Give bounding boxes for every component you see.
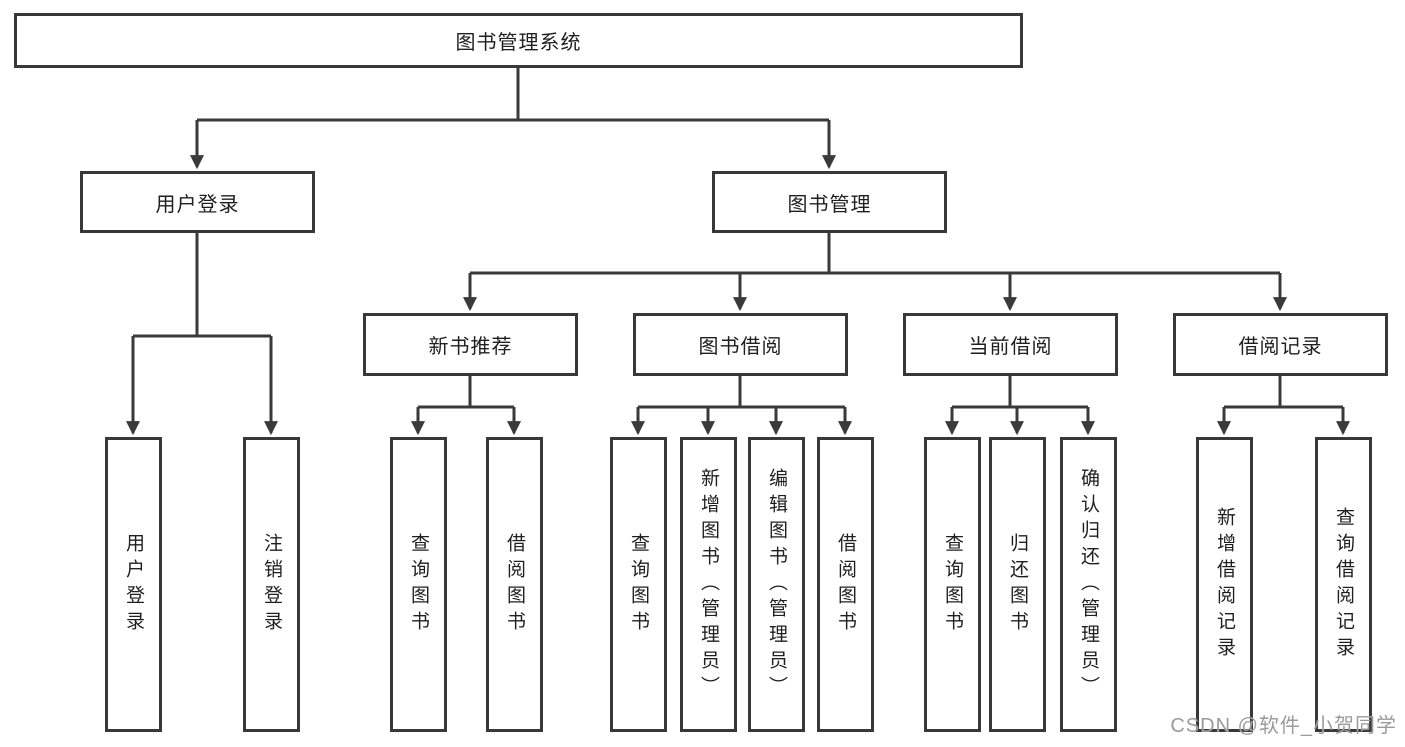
- csdn-watermark: CSDN @软件_小贺同学: [1170, 715, 1397, 737]
- node-query-book-2: 查询图书: [610, 437, 667, 732]
- node-return-book-label: 归还图书: [1007, 532, 1028, 637]
- node-add-book-admin-label: 新增图书（管理员）: [698, 467, 719, 702]
- node-user-login-label: 用户登录: [155, 193, 240, 216]
- node-borrow-book-2: 借阅图书: [817, 437, 874, 732]
- node-book-borrow-label: 图书借阅: [698, 336, 783, 358]
- node-user-login-leaf: 用户登录: [105, 437, 162, 732]
- node-add-book-admin: 新增图书（管理员）: [680, 437, 737, 732]
- node-query-book-3-label: 查询图书: [942, 532, 963, 637]
- node-edit-book-admin-label: 编辑图书（管理员）: [766, 467, 787, 702]
- node-book-management: 图书管理: [712, 171, 947, 233]
- node-borrow-record-label: 借阅记录: [1238, 336, 1323, 358]
- node-borrow-book-2-label: 借阅图书: [835, 532, 856, 637]
- node-return-book: 归还图书: [989, 437, 1046, 732]
- node-logout-leaf-label: 注销登录: [261, 532, 282, 637]
- node-logout-leaf: 注销登录: [243, 437, 300, 732]
- node-root: 图书管理系统: [14, 13, 1023, 68]
- node-current-borrow: 当前借阅: [903, 313, 1118, 376]
- node-query-book-3: 查询图书: [924, 437, 981, 732]
- node-borrow-book-1: 借阅图书: [486, 437, 543, 732]
- node-user-login: 用户登录: [80, 171, 315, 233]
- node-edit-book-admin: 编辑图书（管理员）: [748, 437, 805, 732]
- node-add-borrow-record: 新增借阅记录: [1196, 437, 1253, 732]
- node-borrow-book-1-label: 借阅图书: [504, 532, 525, 637]
- node-query-book-1-label: 查询图书: [408, 532, 429, 637]
- node-query-book-1: 查询图书: [390, 437, 447, 732]
- node-borrow-record: 借阅记录: [1173, 313, 1388, 376]
- node-current-borrow-label: 当前借阅: [968, 336, 1053, 358]
- node-new-book-recommend-label: 新书推荐: [428, 336, 513, 358]
- node-add-borrow-record-label: 新增借阅记录: [1214, 506, 1235, 663]
- node-root-label: 图书管理系统: [455, 32, 582, 54]
- node-confirm-return-admin-label: 确认归还（管理员）: [1078, 467, 1099, 702]
- node-book-management-label: 图书管理: [787, 193, 872, 216]
- node-confirm-return-admin: 确认归还（管理员）: [1060, 437, 1117, 732]
- node-query-borrow-record-label: 查询借阅记录: [1333, 506, 1354, 663]
- node-query-borrow-record: 查询借阅记录: [1315, 437, 1372, 732]
- node-new-book-recommend: 新书推荐: [363, 313, 578, 376]
- node-query-book-2-label: 查询图书: [628, 532, 649, 637]
- node-book-borrow: 图书借阅: [633, 313, 848, 376]
- node-user-login-leaf-label: 用户登录: [123, 532, 144, 637]
